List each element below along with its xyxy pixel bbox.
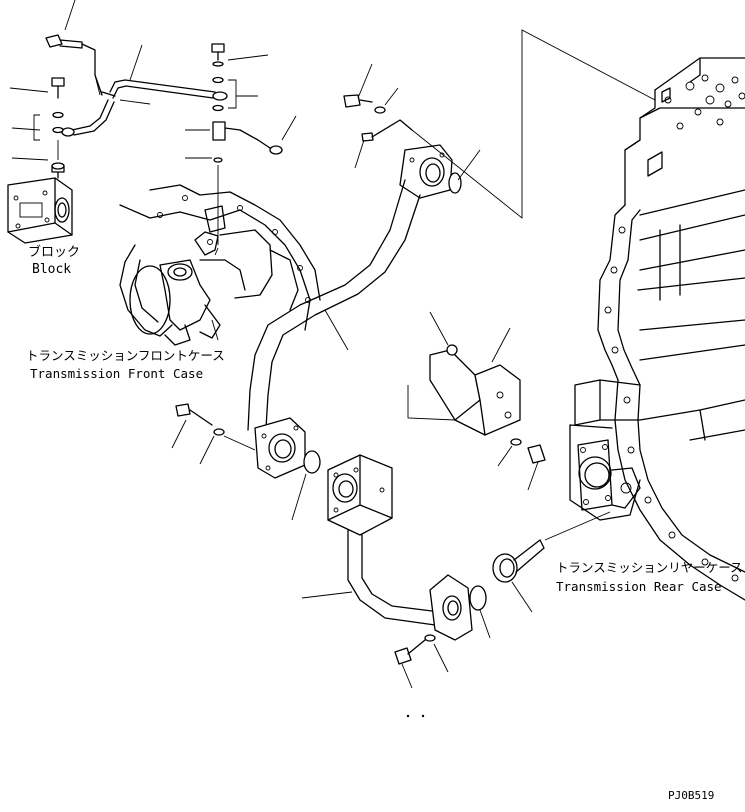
label-rear-case-en: Transmission Rear Case	[556, 579, 722, 594]
block-part	[7, 162, 73, 244]
bracket	[407, 344, 546, 464]
label-block-en: Block	[32, 262, 71, 277]
label-block-jp: ブロック	[28, 244, 80, 260]
small-pipe-assembly	[45, 34, 283, 245]
front-pipe	[175, 94, 462, 479]
label-front-case-jp: トランスミッションフロントケース	[26, 348, 225, 363]
label-front-case-en: Transmission Front Case	[30, 366, 203, 381]
figure-code: PJ0B519	[668, 789, 714, 802]
label-rear-case-jp: トランスミッションリヤーケース	[556, 560, 743, 575]
transmission-front-case	[119, 184, 321, 346]
leader-lines	[9, 0, 656, 689]
dot-mark	[406, 714, 410, 718]
dot-mark	[421, 714, 425, 718]
rear-pipe	[327, 454, 545, 665]
transmission-rear-case	[569, 57, 745, 601]
